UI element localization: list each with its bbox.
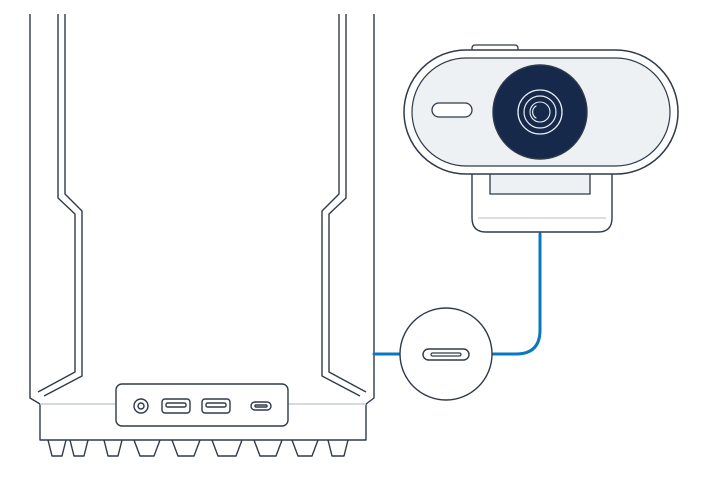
tower-feet (47, 439, 349, 457)
computer-tower (29, 14, 375, 457)
usb-a-port-tongue (165, 402, 187, 408)
tower-right-groove-inner (321, 14, 361, 397)
webcam (403, 44, 679, 233)
connector-callout (399, 307, 493, 401)
tower-right-groove (328, 14, 367, 393)
audio-jack-port-inner (137, 402, 145, 410)
tower-base (39, 404, 367, 441)
webcam-mount-clip-face (489, 172, 591, 195)
usb-a-port (201, 398, 231, 414)
usb-c-port-tongue (254, 404, 268, 408)
usb-a-port-tongue (205, 402, 227, 408)
usb-c-port (250, 401, 272, 411)
lens-ring-middle (523, 95, 557, 129)
usb-c-port (422, 348, 470, 361)
usb-c-port-tongue (430, 352, 462, 357)
audio-jack-port (133, 398, 149, 414)
tower-right-edge (365, 14, 375, 405)
lens (492, 64, 588, 160)
usb-cable (372, 232, 542, 356)
tower-left-groove-inner (43, 14, 83, 397)
usb-a-port (161, 398, 191, 414)
tower-left-groove (37, 14, 76, 393)
lens-ring-outer (517, 89, 563, 135)
tower-left-edge (29, 14, 41, 405)
lens-glint (532, 105, 537, 119)
lens-ring-inner (529, 101, 551, 123)
indicator-slot (431, 102, 473, 118)
